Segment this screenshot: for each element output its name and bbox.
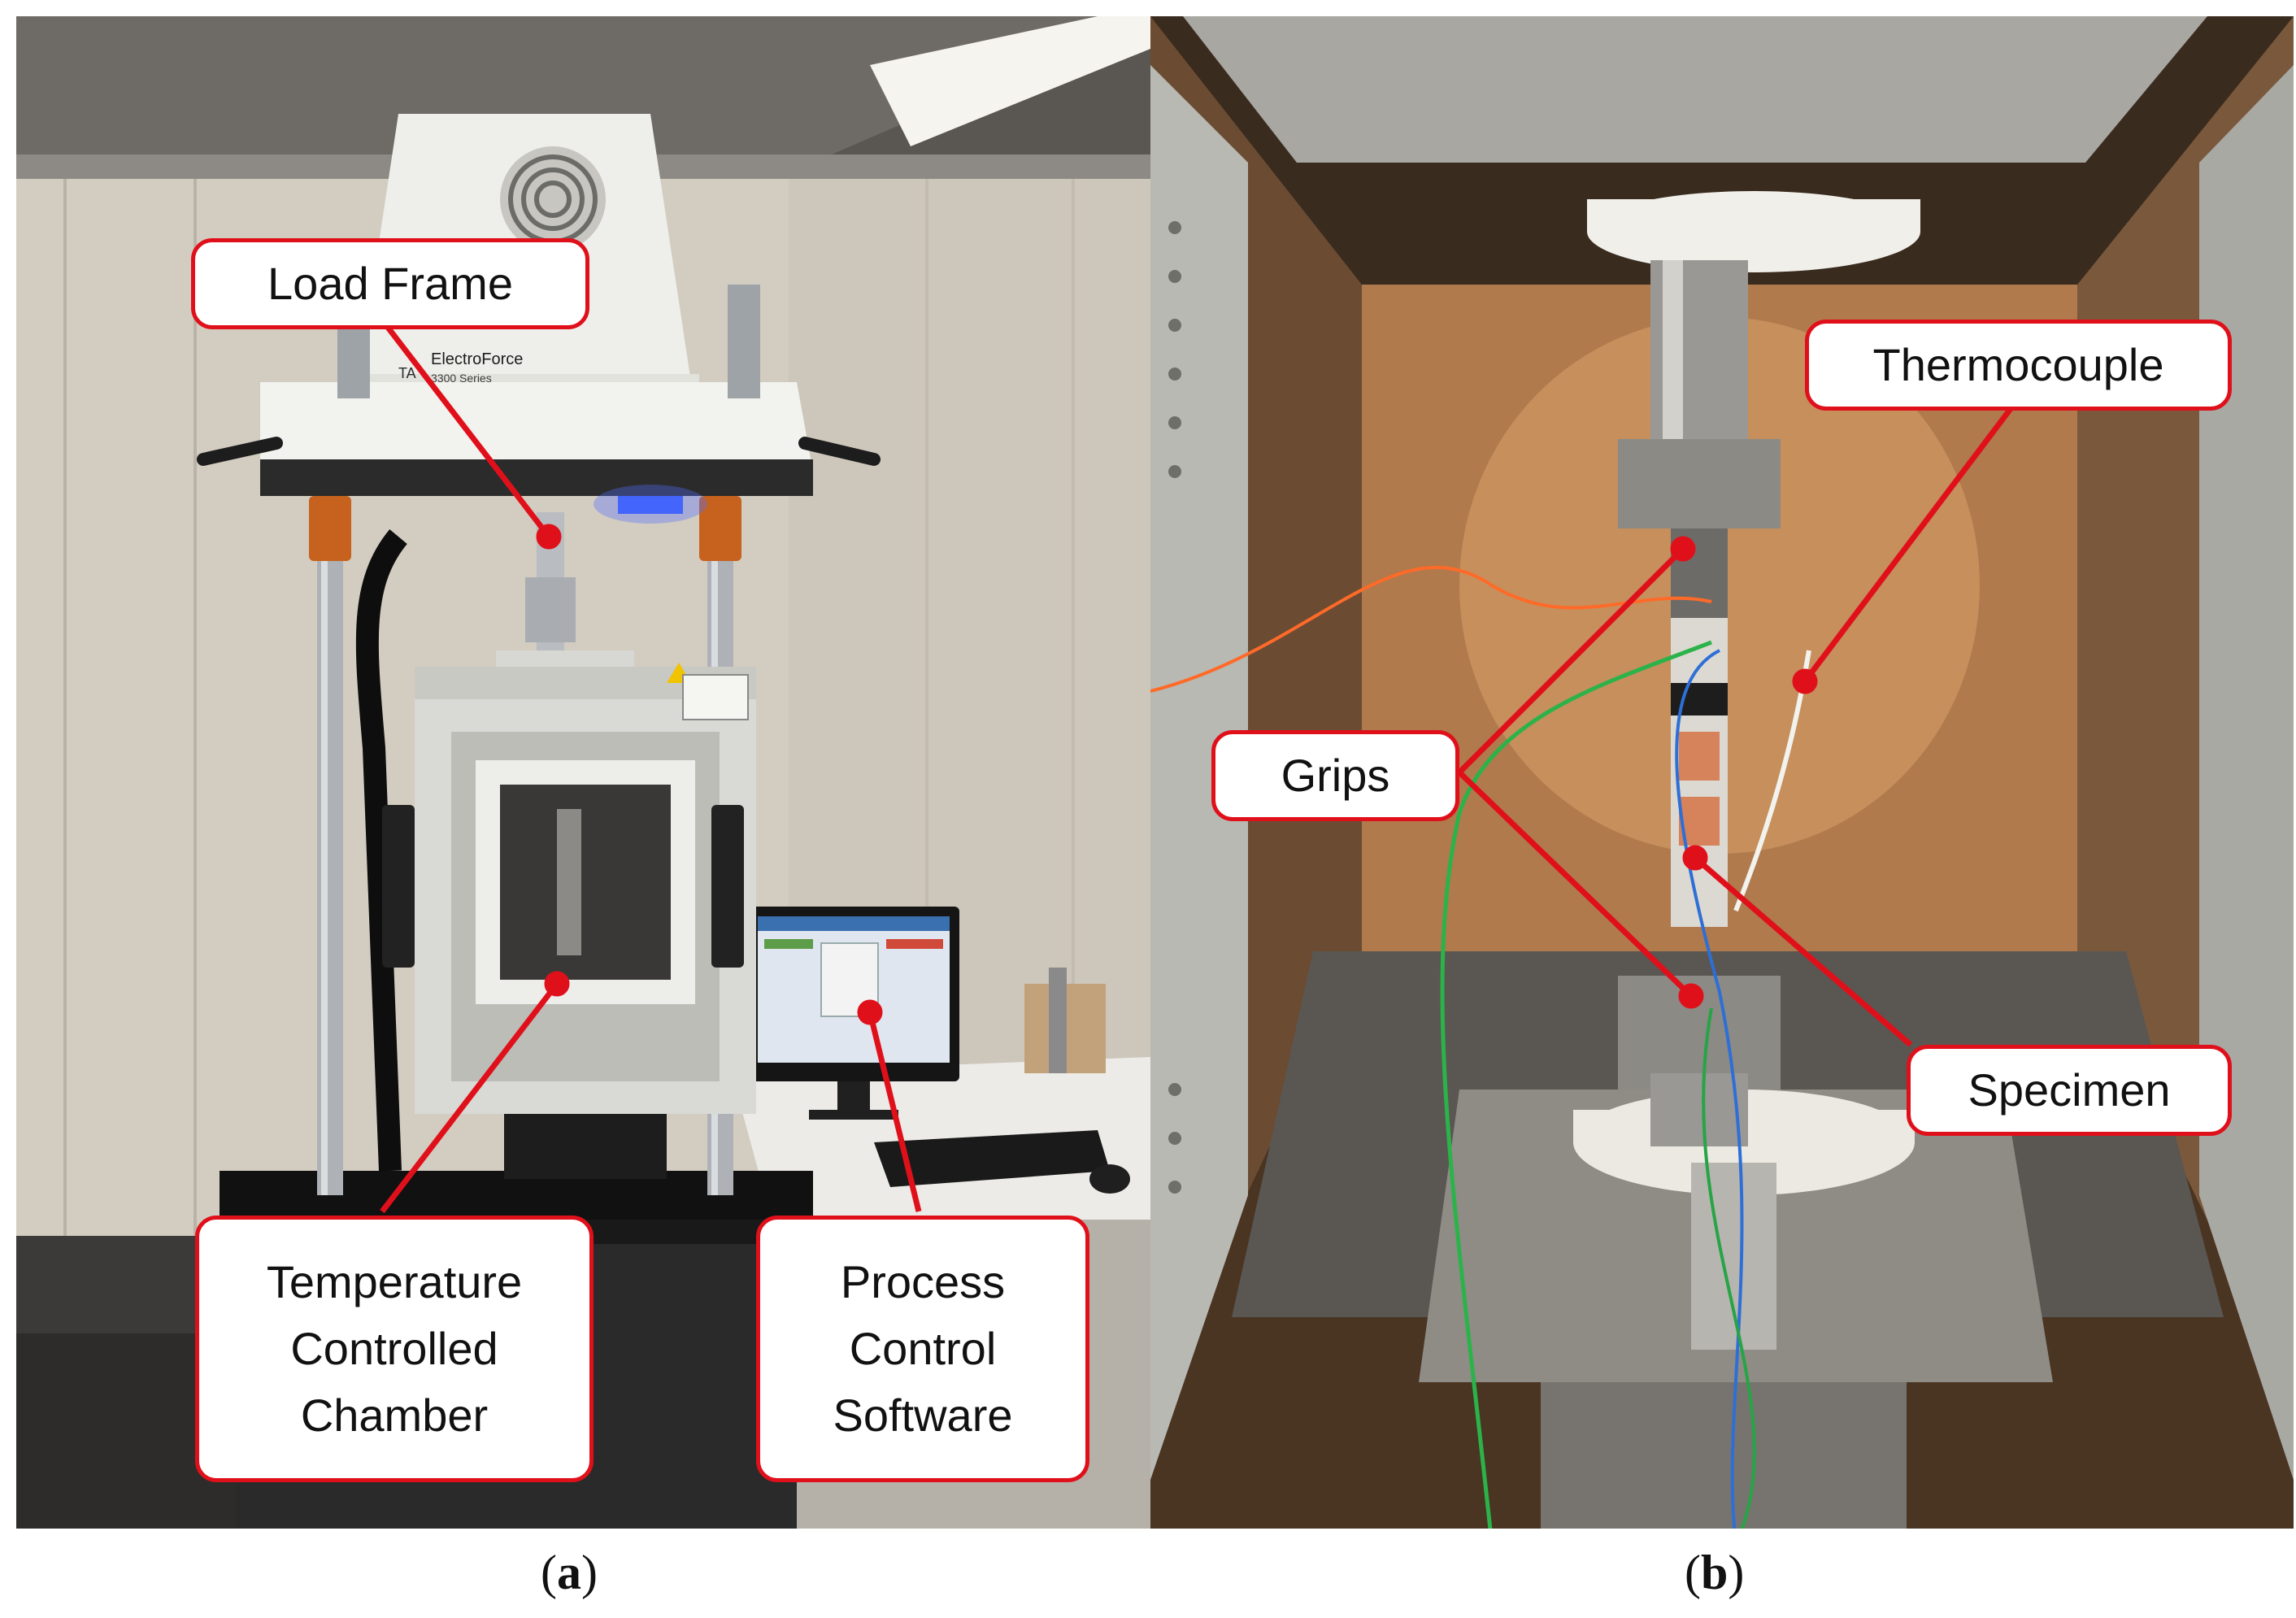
panel-b-photo: Thermocouple Grips Specimen: [1150, 16, 2294, 1529]
callout-grips-label: Grips: [1281, 750, 1390, 801]
caption-b-letter: b: [1700, 1546, 1729, 1599]
device-brand-text: TA: [398, 365, 416, 381]
callout-process-control-software: Process Control Software: [756, 1216, 1089, 1482]
device-series-text: 3300 Series: [431, 372, 492, 385]
caption-a-letter: a: [556, 1546, 581, 1599]
callout-thermocouple: Thermocouple: [1805, 320, 2232, 411]
caption-panel-a: (a): [541, 1545, 598, 1601]
callout-grips: Grips: [1211, 730, 1459, 821]
caption-a-close: ): [581, 1546, 598, 1599]
callout-temperature-controlled-chamber: Temperature Controlled Chamber: [195, 1216, 594, 1482]
panel-a-photo: TA ElectroForce 3300 Series Load F: [16, 16, 1150, 1529]
callout-specimen: Specimen: [1907, 1045, 2232, 1136]
caption-panel-b: (b): [1685, 1545, 1744, 1601]
callout-load-frame: Load Frame: [191, 238, 589, 329]
callout-software-label: Process Control Software: [833, 1256, 1013, 1441]
caption-b-open: (: [1685, 1546, 1701, 1599]
caption-b-close: ): [1728, 1546, 1745, 1599]
callout-thermocouple-label: Thermocouple: [1872, 339, 2164, 390]
device-model-text: ElectroForce: [431, 350, 523, 368]
callout-chamber-label: Temperature Controlled Chamber: [266, 1256, 523, 1441]
caption-a-open: (: [541, 1546, 557, 1599]
callout-specimen-label: Specimen: [1968, 1064, 2171, 1116]
callout-load-frame-label: Load Frame: [267, 258, 513, 309]
